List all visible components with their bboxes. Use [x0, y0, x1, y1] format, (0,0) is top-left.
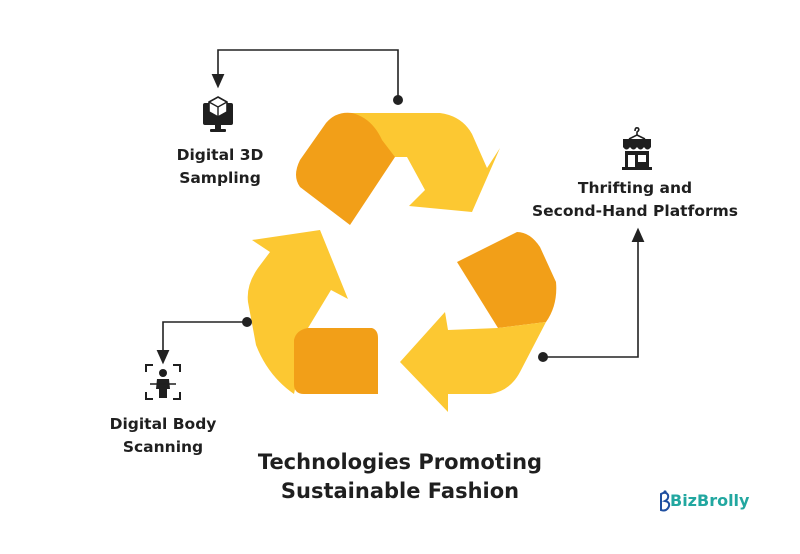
node-label-digital-3d-sampling: Digital 3D Sampling — [160, 144, 280, 190]
brand-mark-icon — [660, 490, 671, 512]
node-label-line: Digital 3D — [176, 146, 264, 164]
title-line: Sustainable Fashion — [280, 479, 520, 503]
brand-name: BizBrolly — [670, 491, 750, 510]
node-label-digital-body-scanning: Digital Body Scanning — [98, 413, 228, 459]
node-label-line: Digital Body — [109, 415, 217, 433]
node-label-thrifting-platforms: Thrifting and Second-Hand Platforms — [515, 177, 755, 223]
connector-body-scanning — [156, 317, 252, 365]
recycle-arrow-left-light — [247, 230, 348, 394]
title-line: Technologies Promoting — [257, 450, 543, 474]
recycle-arrow-left-dark — [294, 328, 378, 394]
body-scan-icon — [145, 364, 181, 400]
node-label-line: Second-Hand Platforms — [532, 202, 738, 220]
recycle-arrow-top-dark — [296, 112, 395, 225]
recycle-arrow-right-light — [400, 312, 546, 412]
connector-3d-sampling — [211, 49, 403, 105]
3d-cube-monitor-icon — [203, 96, 233, 132]
connector-line — [156, 321, 247, 365]
recycle-arrow-top-light — [352, 113, 500, 212]
storefront-hanger-icon — [622, 127, 652, 170]
recycle-arrow-left — [247, 230, 378, 394]
recycle-arrow-right — [400, 232, 557, 412]
node-label-line: Sampling — [179, 169, 261, 187]
recycle-arrow-right-dark — [457, 232, 557, 328]
connector-line — [543, 227, 645, 358]
brand-logo: BizBrolly — [656, 488, 756, 518]
node-label-line: Scanning — [122, 438, 204, 456]
connector-line — [211, 49, 399, 100]
node-label-line: Thrifting and — [577, 179, 693, 197]
connector-thrifting — [538, 227, 645, 362]
diagram-title: Technologies Promoting Sustainable Fashi… — [220, 448, 580, 506]
recycle-arrow-top — [296, 112, 500, 225]
